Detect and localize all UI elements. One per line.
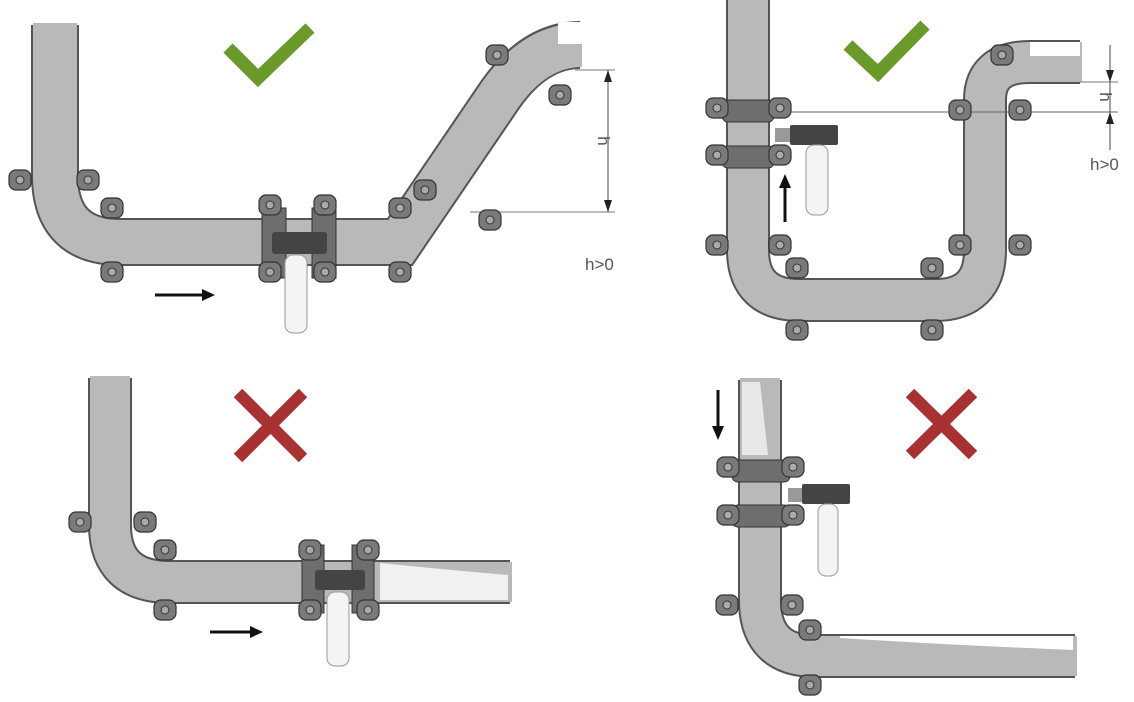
flow-arrow-icon [210, 626, 263, 638]
bolt-icon [781, 504, 805, 526]
bolt-icon [100, 261, 124, 283]
bolt-icon [388, 197, 412, 219]
bolt-icon [768, 234, 792, 256]
flow-arrow-icon [779, 174, 791, 222]
flowmeter [301, 544, 375, 667]
bolt-icon [356, 599, 380, 621]
panel-correct-vertical-rising: h h>0 [721, 0, 1119, 322]
bolt-icon [705, 144, 729, 166]
bolt-icon [413, 179, 437, 201]
bolt-icon [768, 97, 792, 119]
bolt-icon [920, 257, 944, 279]
cross-icon [233, 388, 308, 463]
bolt-icon [768, 144, 792, 166]
flowmeter [731, 459, 850, 577]
bolt-icon [485, 44, 509, 66]
bolt-icon [548, 84, 572, 106]
bolt-icon [356, 539, 380, 561]
pipe [31, 21, 583, 266]
bolt-icon [388, 261, 412, 283]
flow-arrow-icon [155, 289, 215, 301]
bolt-icon [705, 234, 729, 256]
bolt-icon [8, 169, 32, 191]
bolt-icon [258, 261, 282, 283]
bolt-icon [780, 594, 804, 616]
bolt-icon [948, 234, 972, 256]
flow-arrow-icon [712, 390, 724, 440]
dimension-label: h [1096, 92, 1115, 101]
bolt-icon [920, 319, 944, 341]
bolt-icon [716, 504, 740, 526]
bolt-icon [798, 674, 822, 696]
panel-incorrect-elbow-horizontal [88, 376, 512, 667]
checkmark-icon [843, 20, 930, 83]
bolt-icon [990, 44, 1014, 66]
bolt-icon [298, 539, 322, 561]
panel-correct-u-pipe: h h>0 [31, 21, 615, 334]
bolt-icon [948, 99, 972, 121]
height-dimension: h [775, 45, 1118, 150]
bolt-icon [313, 261, 337, 283]
bolt-icon [313, 194, 337, 216]
cross-icon [905, 388, 978, 460]
bolt-icon [715, 594, 739, 616]
bolt-icon [76, 169, 100, 191]
bolt-icon [68, 511, 92, 533]
bolt-icon [100, 197, 124, 219]
bolt-icon [1008, 234, 1032, 256]
flowmeter [721, 99, 838, 216]
condition-label: h>0 [585, 255, 614, 274]
bolt-icon [785, 257, 809, 279]
bolt-icon [133, 511, 157, 533]
panel-incorrect-vertical-falling [712, 378, 1077, 678]
bolt-icon [1008, 99, 1032, 121]
pipe [88, 376, 512, 604]
pipe [726, 0, 1082, 322]
bolt-icon [798, 619, 822, 641]
bolt-icon [785, 319, 809, 341]
bolt-icon [781, 456, 805, 478]
bolt-icon [258, 194, 282, 216]
bolt-icon [705, 97, 729, 119]
bolt-icon [478, 209, 502, 231]
bolt-icon [153, 599, 177, 621]
bolt-icon [298, 599, 322, 621]
bolt-icon [716, 456, 740, 478]
checkmark-icon [223, 23, 315, 88]
bolt-icon [153, 539, 177, 561]
condition-label: h>0 [1090, 155, 1119, 174]
dimension-label: h [594, 136, 613, 145]
pipe [738, 378, 1077, 678]
